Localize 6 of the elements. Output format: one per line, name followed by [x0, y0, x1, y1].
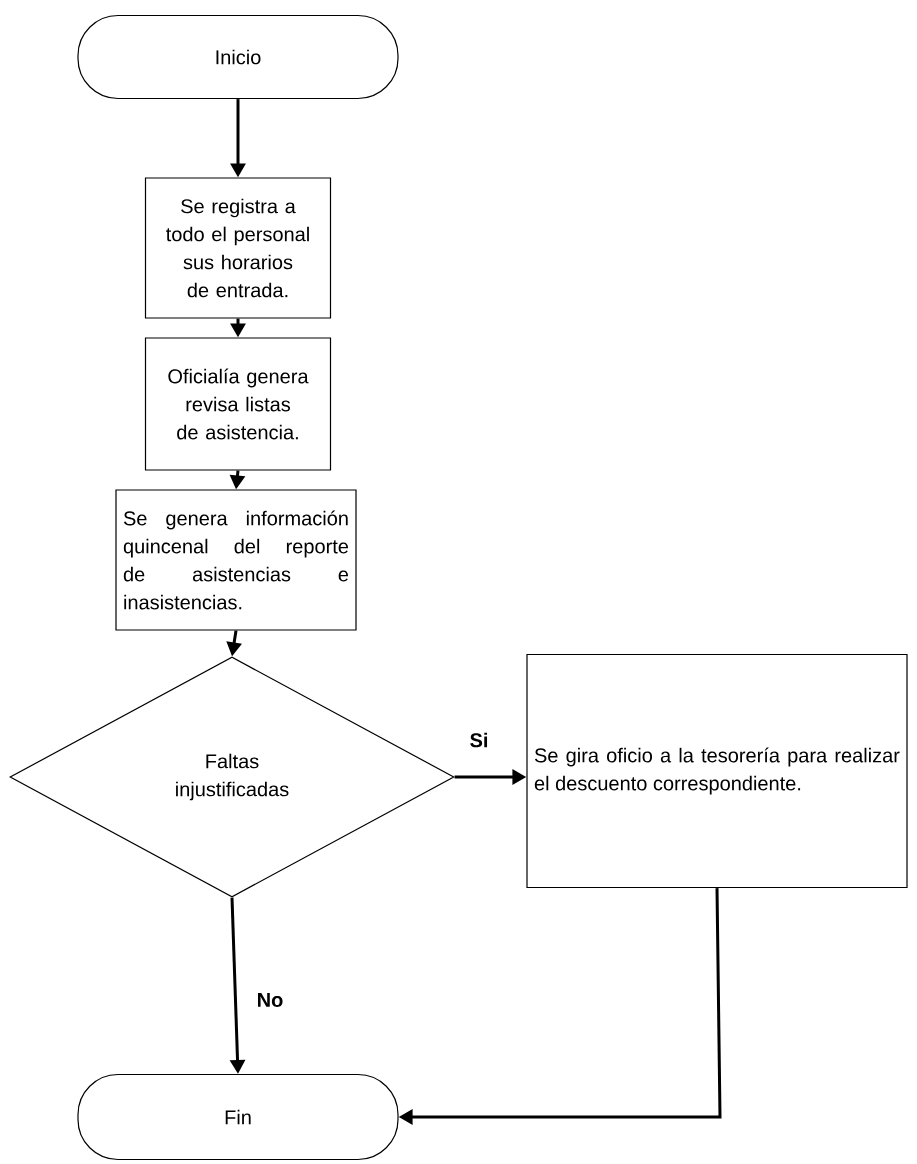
- process-box: Se genera información quincenal del reporte de asistencias e inasistencias.: [115, 489, 357, 631]
- process-box: Oficialía genera revisa listas de asistencia.: [144, 337, 332, 471]
- edge-label: Si: [467, 730, 491, 750]
- process-box: Se gira oficio a la tesorería para realizar el descuento correspondiente.: [526, 653, 908, 889]
- edge-label: No: [254, 991, 286, 1009]
- process-box: Se registra a todo el personal sus horarios de entrada.: [144, 177, 332, 319]
